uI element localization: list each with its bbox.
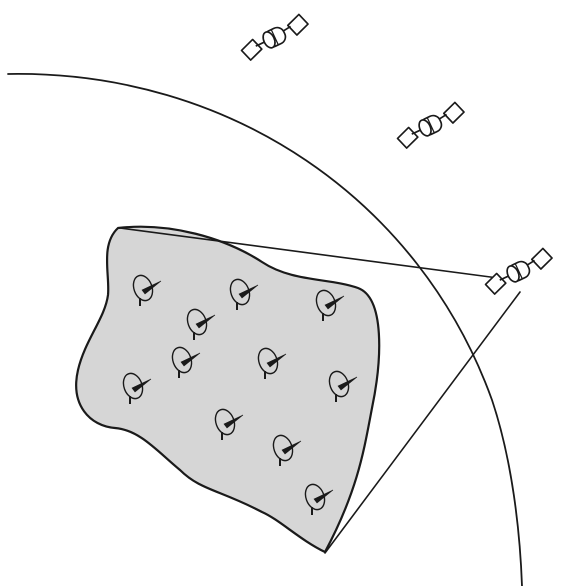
satellites-group <box>238 13 556 296</box>
coverage-region <box>76 227 379 552</box>
solar-panel-left <box>483 272 508 296</box>
satellite-active <box>482 247 556 296</box>
satellite-top <box>238 13 312 62</box>
solar-panel-right <box>442 101 467 125</box>
solar-panel-left <box>395 126 420 150</box>
solar-panel-right <box>530 247 555 271</box>
solar-panel-right <box>286 13 311 37</box>
satellite-middle <box>394 101 468 150</box>
solar-panel-left <box>239 38 264 62</box>
